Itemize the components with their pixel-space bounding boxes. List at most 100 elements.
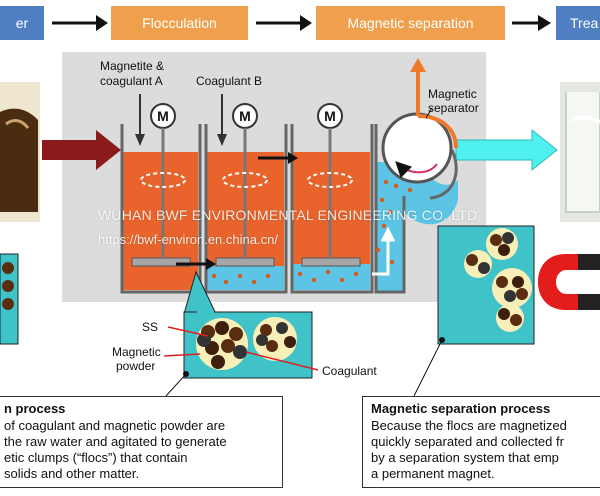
floc-particle [215,321,229,335]
floc-dot [353,271,359,277]
label-coagulant: Coagulant [322,364,377,378]
tank-1 [120,124,202,294]
flocculation-note-line: of coagulant and magnetic powder are [4,418,226,433]
floc-particle [502,232,514,244]
flocculation-note-title: n process [4,401,66,416]
flocculation-note-line: etic clumps (“flocs”) that contain [4,450,188,465]
motor-label: M [324,108,336,124]
motor-label: M [157,108,169,124]
ss-pointer [167,326,209,337]
floc-particle [504,290,516,302]
coagulant-pointer [245,351,319,371]
floc-dot [383,179,389,185]
stage-magnetic-separation: Magnetic separation [316,6,505,40]
sludge-discharge-arrow [410,58,458,149]
flow-arrow-tank2-tank3 [258,152,298,164]
dosing-arrow-b [217,94,227,146]
floc-particle [498,244,510,256]
flocculation-note-line: the raw water and agitated to generate [4,434,227,449]
floc-particle [284,336,296,348]
callout-connector [413,339,443,397]
separator-floc-callout [437,225,535,345]
stage-flocculation: Flocculation [111,6,248,40]
floc-particle [496,276,508,288]
floc-dot [339,277,345,283]
separator-leader [425,107,433,119]
floc-particle [478,262,490,274]
outflow-arrow [455,128,558,172]
separator-tank [374,124,458,294]
separation-note-line: a permanent magnet. [371,466,495,481]
label-powder-line2: powder [116,359,155,373]
floc-dot [381,223,387,229]
floc-dot [393,183,399,189]
floc-dot [311,277,317,283]
floc-callout [183,270,313,379]
label-powder-line1: Magnetic [112,345,161,359]
floc-particle [510,314,522,326]
inflow-arrow [42,130,121,170]
treated-water-beaker [560,82,600,222]
floc-dot [237,273,243,279]
header-arrow-1 [52,15,108,31]
floc-particle [512,276,524,288]
floc-particle [221,339,235,353]
motor-2: M [232,103,258,258]
raw-water-beaker [0,82,40,222]
floc-particle [276,322,288,334]
separation-note-line: quickly separated and collected fr [371,434,564,449]
header-arrow-3 [512,15,551,31]
label-separator-line1: Magnetic [428,87,477,101]
flow-arrow-tank1-tank2 [176,258,216,270]
stir-indicator [222,172,268,188]
separation-note-title: Magnetic separation process [371,401,551,416]
floc-dot [387,209,393,215]
motor-1: M [150,103,176,258]
floc-dot [297,271,303,277]
floc-particle [260,324,272,336]
floc-dot [265,273,271,279]
label-magnetite-line1: Magnetite & [100,59,164,73]
floc-particle [229,327,243,341]
floc-dot [251,279,257,285]
flocculation-note-line: solids and other matter. [4,466,140,481]
magnetic-separator-drum [381,112,453,184]
floc-particle [211,355,225,369]
label-coagulant-b: Coagulant B [196,74,262,88]
floc-particle [466,254,478,266]
flocculation-note: n process of coagulant and magnetic powd… [0,396,283,488]
floc-particle [256,334,268,346]
separation-note: Magnetic separation process Because the … [362,396,600,488]
powder-pointer [163,353,201,357]
floc-dot [211,273,217,279]
permanent-magnet-icon [538,254,600,310]
floc-particle [516,288,528,300]
callout-connector [165,373,187,397]
stir-indicator [307,172,353,188]
floc-dot [407,187,413,193]
floc-dot [325,269,331,275]
label-separator-line2: separator [428,101,479,115]
motor-label: M [239,108,251,124]
label-magnetite-line2: coagulant A [100,74,163,88]
stage-raw-water: er [0,6,44,40]
stir-indicator [140,172,186,188]
separation-note-line: by a separation system that emp [371,450,559,465]
floc-dot [223,279,229,285]
floc-particle [498,308,510,320]
header-arrow-2 [256,15,312,31]
raw-water-floc-callout [0,253,19,345]
floc-dot [375,247,381,253]
floc-particle [490,234,502,246]
separation-note-line: Because the flocs are magnetized [371,418,567,433]
motor-3: M [317,103,343,258]
floc-dot [379,197,385,203]
upflow-arrow [372,226,396,276]
floc-dot [389,259,395,265]
dosing-arrow-a [135,94,145,146]
stage-treated-water: Trea [556,6,600,40]
floc-particle [266,340,278,352]
floc-particle [233,345,247,359]
